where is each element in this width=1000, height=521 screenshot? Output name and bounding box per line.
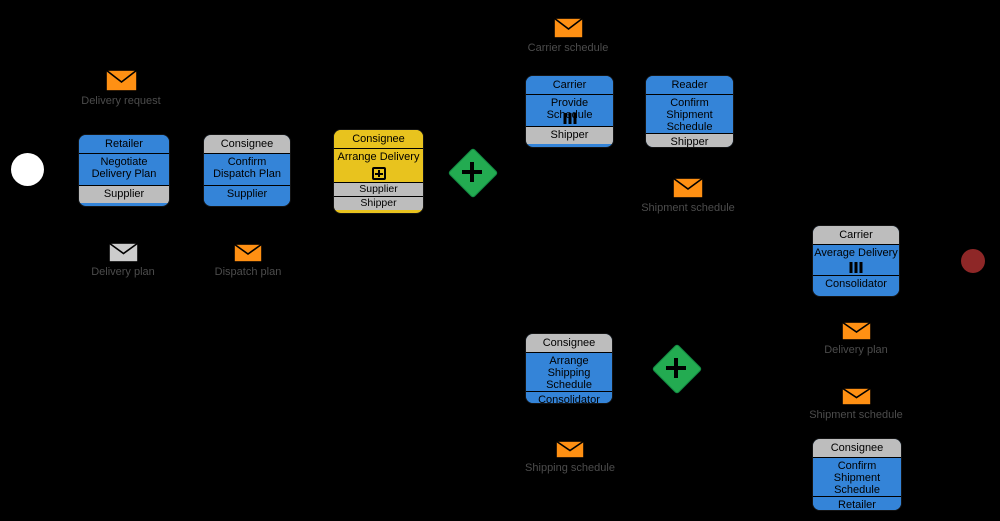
participant-band-bottom: Shipper bbox=[646, 133, 733, 147]
message-dispatch-plan[interactable]: Dispatch plan bbox=[198, 243, 298, 278]
task-name-text: Arrange Delivery bbox=[337, 151, 420, 163]
task-name: Arrange Shipping Schedule bbox=[546, 355, 592, 391]
message-label: Delivery request bbox=[81, 95, 161, 107]
participant-band-bottom: Retailer bbox=[813, 496, 901, 510]
choreography-task-confirm-dispatch-plan[interactable]: Consignee Confirm Dispatch Plan Supplier bbox=[203, 134, 291, 207]
plus-icon bbox=[652, 344, 700, 392]
task-name: Confirm Shipment Schedule bbox=[666, 97, 713, 133]
participant-band-top: Consignee bbox=[526, 334, 612, 353]
choreography-task-confirm-shipment-schedule-retailer[interactable]: Consignee Confirm Shipment Schedule Reta… bbox=[812, 438, 902, 511]
choreography-task-confirm-shipment-schedule-reader[interactable]: Reader Confirm Shipment Schedule Shipper bbox=[645, 75, 734, 148]
participant-band-top: Consignee bbox=[334, 130, 423, 149]
envelope-icon bbox=[840, 387, 872, 406]
message-delivery-plan-right[interactable]: Delivery plan bbox=[806, 321, 906, 356]
envelope-icon bbox=[104, 69, 138, 92]
participant-band-supplier: Supplier bbox=[334, 182, 423, 196]
choreography-task-arrange-delivery[interactable]: Consignee Arrange Delivery Supplier Ship… bbox=[333, 129, 424, 214]
participant-band-top: Consignee bbox=[204, 135, 290, 154]
message-shipment-schedule-right[interactable]: Shipment schedule bbox=[806, 387, 906, 421]
envelope-icon bbox=[840, 321, 872, 341]
participant-band-bottom: Consolidator bbox=[813, 275, 899, 293]
message-delivery-plan-left[interactable]: Delivery plan bbox=[73, 242, 173, 278]
message-label: Dispatch plan bbox=[214, 266, 282, 278]
participant-band-top: Retailer bbox=[79, 135, 169, 154]
plus-icon bbox=[448, 148, 496, 196]
participant-band-bottom: Consolidator bbox=[526, 391, 612, 403]
envelope-icon bbox=[233, 243, 263, 263]
multi-instance-icon bbox=[563, 113, 576, 124]
choreography-task-negotiate-delivery-plan[interactable]: Retailer Negotiate Delivery Plan Supplie… bbox=[78, 134, 170, 207]
message-carrier-schedule[interactable]: Carrier schedule bbox=[518, 17, 618, 54]
task-name: Arrange Delivery bbox=[334, 149, 423, 182]
multi-instance-icon bbox=[849, 262, 863, 273]
message-label: Shipment schedule bbox=[809, 409, 903, 421]
task-name: Average Delivery bbox=[813, 245, 899, 275]
message-delivery-request[interactable]: Delivery request bbox=[71, 69, 171, 107]
participant-band-top: Carrier bbox=[526, 76, 613, 95]
message-shipment-schedule-top[interactable]: Shipment schedule bbox=[638, 177, 738, 214]
subprocess-plus-icon bbox=[371, 167, 386, 180]
message-label: Carrier schedule bbox=[527, 42, 609, 54]
parallel-gateway-2[interactable] bbox=[651, 343, 703, 395]
participant-band-bottom: Supplier bbox=[79, 185, 169, 203]
task-name-text: Average Delivery bbox=[814, 247, 898, 259]
message-shipping-schedule[interactable]: Shipping schedule bbox=[520, 440, 620, 474]
task-name: Confirm Dispatch Plan bbox=[213, 156, 281, 180]
participant-band-top: Consignee bbox=[813, 439, 901, 458]
start-event[interactable] bbox=[11, 153, 44, 186]
message-label: Delivery plan bbox=[91, 266, 155, 278]
message-label: Shipping schedule bbox=[525, 462, 615, 474]
end-event[interactable] bbox=[961, 249, 985, 273]
envelope-icon bbox=[552, 17, 584, 39]
task-name: Provide Schedule bbox=[526, 95, 613, 126]
envelope-icon bbox=[672, 177, 704, 199]
task-name: Confirm Shipment Schedule bbox=[833, 460, 881, 496]
parallel-gateway-1[interactable] bbox=[447, 147, 499, 199]
task-name: Negotiate Delivery Plan bbox=[91, 156, 157, 180]
choreography-task-provide-schedule[interactable]: Carrier Provide Schedule Shipper bbox=[525, 75, 614, 148]
participant-band-bottom: Supplier bbox=[204, 185, 290, 203]
message-label: Delivery plan bbox=[824, 344, 888, 356]
participant-band-bottom: Shipper bbox=[526, 126, 613, 144]
message-label: Shipment schedule bbox=[641, 202, 735, 214]
envelope-icon bbox=[555, 440, 585, 459]
participant-band-top: Reader bbox=[646, 76, 733, 95]
choreography-task-average-delivery[interactable]: Carrier Average Delivery Consolidator bbox=[812, 225, 900, 297]
envelope-icon bbox=[107, 242, 139, 263]
participant-band-top: Carrier bbox=[813, 226, 899, 245]
choreography-task-arrange-shipping-schedule[interactable]: Consignee Arrange Shipping Schedule Cons… bbox=[525, 333, 613, 404]
participant-band-shipper: Shipper bbox=[334, 196, 423, 210]
